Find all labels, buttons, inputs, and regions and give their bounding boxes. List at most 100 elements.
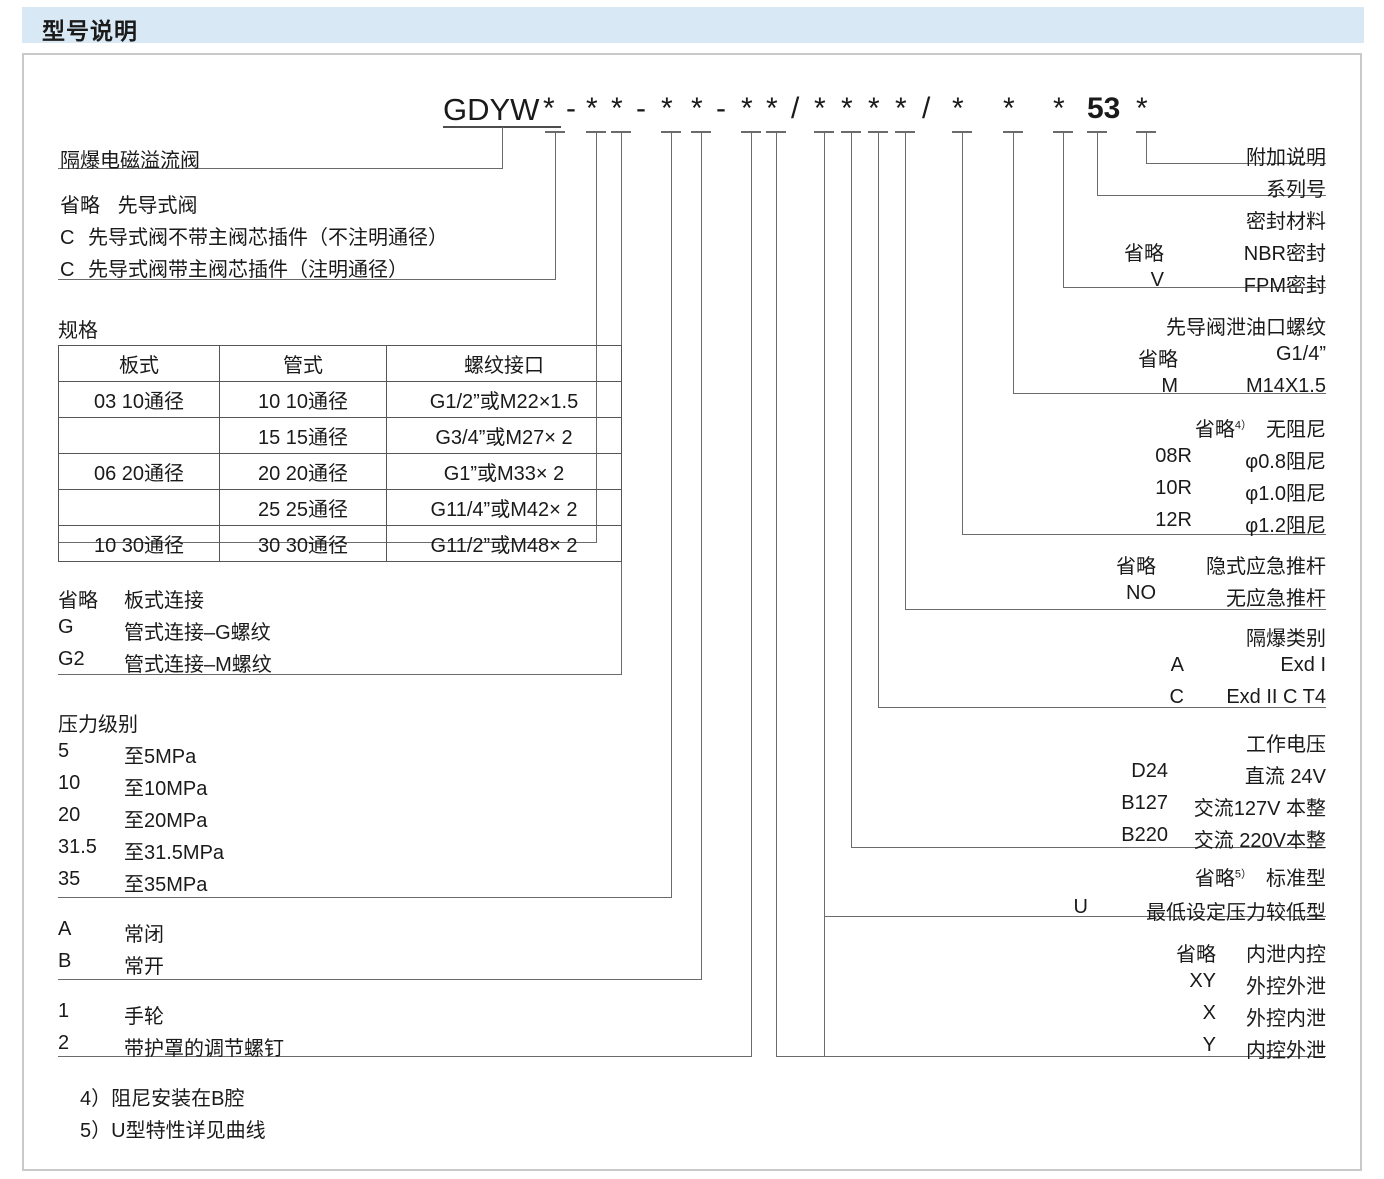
table-cell: 25 25通径: [219, 489, 387, 526]
leader-line-push-rod: [905, 131, 906, 609]
desc-damping-1: φ0.8阻尼: [1245, 451, 1326, 473]
desc-explosion-class-1: Exd II C T4: [1226, 686, 1326, 708]
leader-elbow-explosion-class: [878, 707, 1326, 708]
code-pressure-type-1: U: [1073, 896, 1088, 918]
model-code-token: /: [922, 92, 931, 125]
code-control-drain-0: 省略: [1176, 944, 1216, 966]
code-damping-3: 12R: [1155, 509, 1192, 531]
model-code-token: -: [636, 92, 646, 125]
desc-control-drain-1: 外控外泄: [1246, 976, 1326, 998]
table-row: 06 20通径 20 20通径 G1”或M33× 2: [58, 453, 622, 490]
label-pilot-type-2: C 先导式阀带主阀芯插件（注明通径）: [60, 253, 408, 282]
model-code-token: *: [841, 92, 853, 125]
table-header-row: 板式 管式 螺纹接口: [58, 345, 622, 382]
page-title: 型号说明: [42, 18, 138, 44]
model-code-token: *: [691, 92, 703, 125]
row-damping-0: 省略4）无阻尼: [1195, 413, 1326, 442]
row-pressure-type-0: 省略5）标准型: [1195, 862, 1326, 891]
desc-connection-2: 管式连接–M螺纹: [124, 654, 272, 676]
footnote-4: 4）阻尼安装在B腔: [80, 1088, 245, 1110]
table-cell: G11/4”或M42× 2: [386, 489, 622, 526]
table-cell: G1”或M33× 2: [386, 453, 622, 490]
label-pilot-type-0: 省略 先导式阀: [60, 189, 198, 218]
model-code-token: *: [895, 92, 907, 125]
pressure-rating-title: 压力级别: [58, 714, 138, 736]
leader-elbow-additional-note: [1146, 163, 1326, 164]
desc-adjust-type-1: 带护罩的调节螺钉: [124, 1038, 284, 1060]
leader-elbow-voltage: [851, 847, 1326, 848]
desc-pressure-2: 至20MPa: [124, 810, 208, 832]
desc-control-drain-0: 内泄内控: [1246, 944, 1326, 966]
code-explosion-class-0: A: [1170, 654, 1184, 676]
leader-elbow-pilot-type: [58, 279, 556, 280]
leader-elbow-normal-state: [58, 979, 702, 980]
leader-line-adjust-type: [751, 131, 752, 1056]
desc-voltage-0: 直流 24V: [1244, 766, 1326, 788]
code-control-drain-3: Y: [1202, 1034, 1216, 1056]
desc-pressure-3: 至31.5MPa: [124, 842, 225, 864]
code-voltage-0: D24: [1131, 760, 1168, 782]
desc-pressure-1: 至10MPa: [124, 778, 208, 800]
code-pressure-4: 35: [58, 868, 81, 890]
desc-pilot-drain-0: G1/4”: [1275, 343, 1326, 365]
desc-pressure-0: 至5MPa: [124, 746, 197, 768]
leader-line-damping: [962, 131, 963, 534]
desc-explosion-class-0: Exd I: [1280, 654, 1326, 676]
leader-line-size-spec: [596, 131, 597, 542]
leader-elbow-push-rod: [905, 609, 1326, 610]
leader-elbow-damping: [962, 534, 1326, 535]
model-code-token: -: [566, 92, 576, 125]
table-cell: [58, 417, 220, 454]
desc-pilot-drain-1: M14X1.5: [1245, 375, 1326, 397]
content-frame: [22, 53, 1362, 1171]
code-connection-2: G2: [58, 648, 85, 670]
model-code-token: *: [543, 92, 555, 125]
table-cell: G3/4”或M27× 2: [386, 417, 622, 454]
model-code-token: *: [661, 92, 673, 125]
label-pilot-type-1: C 先导式阀不带主阀芯插件（不注明通径）: [60, 221, 448, 250]
desc-voltage-2: 交流 220V本整: [1193, 830, 1326, 852]
leader-elbow-control-drain: [776, 1056, 1326, 1057]
code-push-rod-0: 省略: [1116, 556, 1156, 578]
table-row: 15 15通径 G3/4”或M27× 2: [58, 417, 622, 454]
table-cell: G1/2”或M22×1.5: [386, 381, 622, 418]
leader-line-normal-state: [701, 131, 702, 979]
leader-line-seal-material: [1063, 131, 1064, 287]
model-code-token: *: [1136, 92, 1148, 125]
code-voltage-1: B127: [1121, 792, 1168, 814]
label-explosion-class: 隔爆类别: [1246, 628, 1326, 650]
leader-line-series-number: [1097, 131, 1098, 195]
code-pilot-type-0: 省略: [60, 195, 100, 217]
leader-line-explosion-class: [878, 131, 879, 707]
code-seal-material-1: V: [1150, 269, 1164, 291]
desc-damping-0: 无阻尼: [1266, 419, 1326, 441]
code-pressure-3: 31.5: [58, 836, 97, 858]
desc-pressure-type-1: 最低设定压力较低型: [1146, 902, 1326, 924]
code-voltage-2: B220: [1121, 824, 1168, 846]
model-code-token: *: [1053, 92, 1065, 125]
label-series-number: 系列号: [1266, 179, 1326, 201]
leader-elbow-pressure-type: [824, 916, 1326, 917]
leader-elbow-pressure: [58, 897, 672, 898]
leader-elbow-seal-material: [1063, 287, 1326, 288]
code-damping-2: 10R: [1155, 477, 1192, 499]
model-code-token: *: [766, 92, 778, 125]
table-cell: G11/2”或M48× 2: [386, 525, 622, 562]
leader-elbow-series-number: [1097, 195, 1326, 196]
leader-line-product-name: [502, 127, 503, 169]
table-header-cell: 板式: [58, 345, 220, 382]
desc-pilot-type-1: 先导式阀不带主阀芯插件（不注明通径）: [88, 227, 449, 249]
footnote-ref-5: 5）: [1234, 868, 1252, 881]
model-code-token: *: [741, 92, 753, 125]
table-row: 10 30通径 30 30通径 G11/2”或M48× 2: [58, 525, 622, 562]
code-pilot-type-2: C: [60, 259, 75, 281]
code-control-drain-1: XY: [1189, 970, 1216, 992]
code-pressure-1: 10: [58, 772, 81, 794]
desc-normal-state-1: 常开: [124, 956, 164, 978]
desc-pilot-type-0: 先导式阀: [117, 195, 198, 217]
code-pilot-drain-0: 省略: [1138, 349, 1178, 371]
code-explosion-class-1: C: [1169, 686, 1184, 708]
table-cell: 30 30通径: [219, 525, 387, 562]
desc-seal-material-1: FPM密封: [1243, 275, 1326, 297]
desc-damping-2: φ1.0阻尼: [1245, 483, 1326, 505]
